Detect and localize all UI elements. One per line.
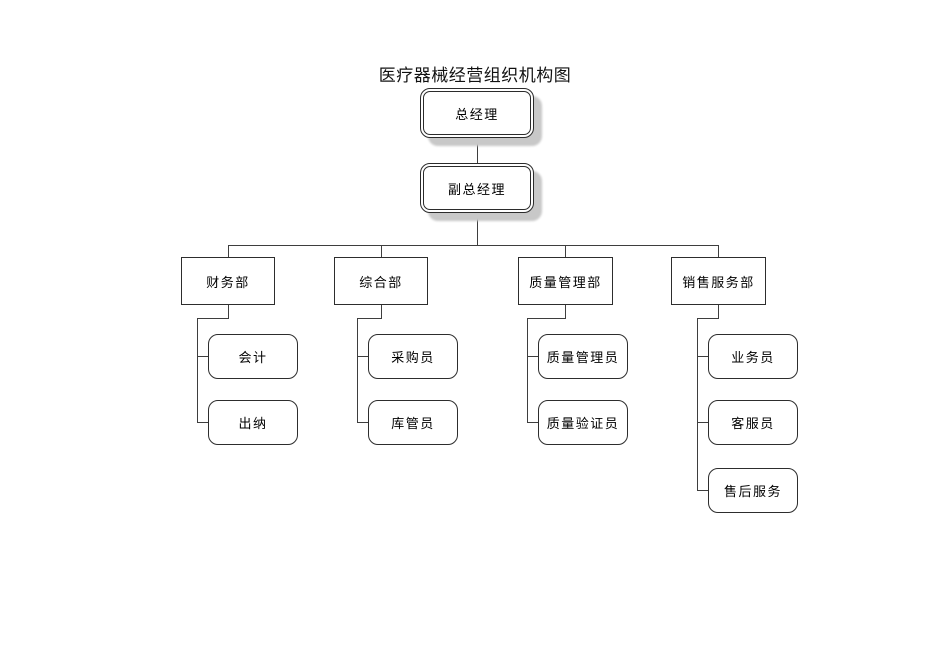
connector-gm-dgm [477, 138, 478, 163]
connector-quality-elbow [527, 318, 566, 319]
connector-finance-stub-2 [197, 422, 208, 423]
connector-drop-sales [718, 245, 719, 257]
node-after-sales-service-label: 售后服务 [723, 484, 782, 499]
connector-sales-stub-1 [697, 356, 708, 357]
node-cashier: 出纳 [208, 400, 298, 445]
connector-quality-stem [565, 305, 566, 318]
connector-dgm-bus [477, 213, 478, 245]
node-general-manager-label: 总经理 [455, 106, 499, 122]
connector-drop-general-affairs [381, 245, 382, 257]
node-quality-verifier-label: 质量验证员 [546, 416, 620, 431]
node-salesperson-label: 业务员 [731, 350, 775, 365]
node-after-sales-service: 售后服务 [708, 468, 798, 513]
connector-general-elbow [357, 318, 382, 319]
node-dept-general-affairs: 综合部 [334, 257, 428, 305]
node-dept-quality-management-label: 质量管理部 [529, 274, 602, 290]
node-dept-sales-service-label: 销售服务部 [682, 274, 755, 290]
node-quality-verifier: 质量验证员 [538, 400, 628, 445]
node-dept-finance-label: 财务部 [206, 274, 250, 290]
node-cashier-label: 出纳 [238, 416, 268, 431]
connector-bus [228, 245, 719, 246]
connector-finance-spine [197, 318, 198, 423]
node-purchaser-label: 采购员 [391, 350, 435, 365]
node-warehouse-keeper: 库管员 [368, 400, 458, 445]
node-dept-quality-management: 质量管理部 [518, 257, 613, 305]
connector-finance-elbow [197, 318, 229, 319]
connector-sales-stub-2 [697, 422, 708, 423]
node-customer-service: 客服员 [708, 400, 798, 445]
node-warehouse-keeper-label: 库管员 [391, 416, 435, 431]
node-deputy-general-manager-label: 副总经理 [447, 181, 506, 197]
connector-sales-stem [718, 305, 719, 318]
connector-sales-spine [697, 318, 698, 491]
connector-drop-quality [565, 245, 566, 257]
chart-title: 医疗器械经营组织机构图 [378, 66, 572, 85]
node-accountant-label: 会计 [238, 350, 268, 365]
node-purchaser: 采购员 [368, 334, 458, 379]
connector-sales-elbow [697, 318, 719, 319]
connector-quality-spine [527, 318, 528, 423]
connector-sales-stub-3 [697, 490, 708, 491]
connector-quality-stub-2 [527, 422, 538, 423]
connector-drop-finance [228, 245, 229, 257]
node-quality-administrator: 质量管理员 [538, 334, 628, 379]
connector-finance-stem [228, 305, 229, 318]
node-deputy-general-manager: 副总经理 [420, 163, 534, 213]
connector-quality-stub-1 [527, 356, 538, 357]
connector-general-spine [357, 318, 358, 423]
node-dept-sales-service: 销售服务部 [671, 257, 766, 305]
connector-general-stub-1 [357, 356, 368, 357]
node-dept-finance: 财务部 [181, 257, 275, 305]
node-customer-service-label: 客服员 [731, 416, 775, 431]
node-general-manager: 总经理 [420, 88, 534, 138]
connector-general-stub-2 [357, 422, 368, 423]
connector-finance-stub-1 [197, 356, 208, 357]
node-salesperson: 业务员 [708, 334, 798, 379]
connector-general-stem [381, 305, 382, 318]
node-dept-general-affairs-label: 综合部 [359, 274, 403, 290]
node-quality-administrator-label: 质量管理员 [546, 350, 620, 365]
node-accountant: 会计 [208, 334, 298, 379]
